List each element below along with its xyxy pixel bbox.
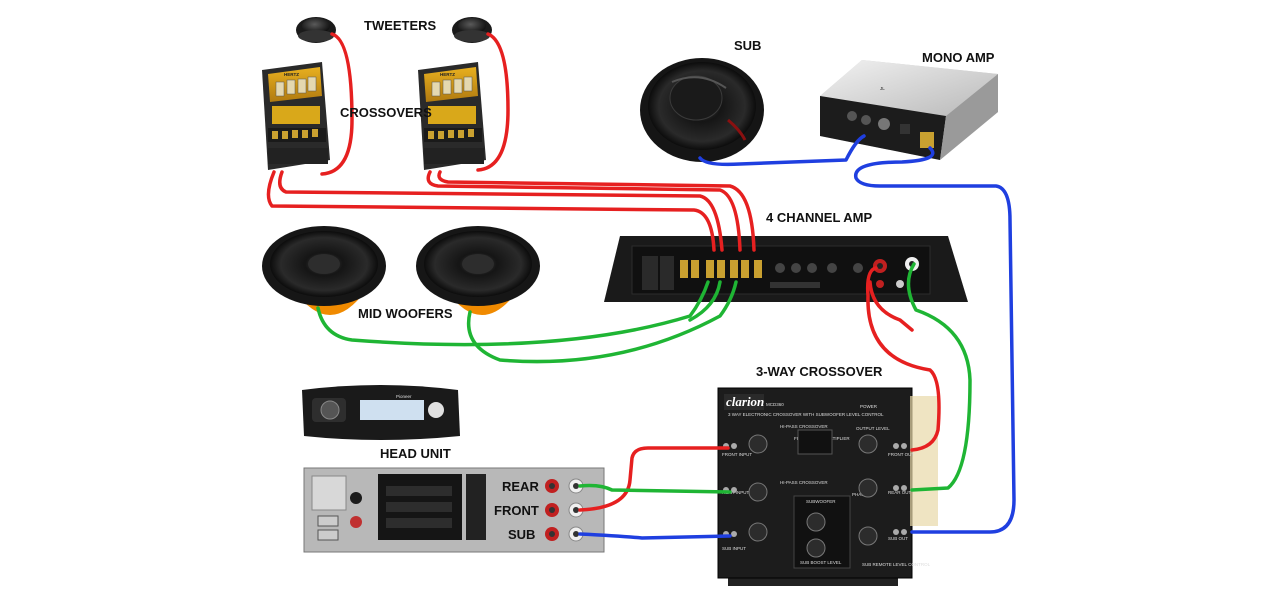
wire-tweeter-right — [476, 32, 510, 172]
crossover-brand: clarion — [726, 394, 764, 409]
mid-woofer-left — [262, 226, 386, 315]
wire-crossover-front-out-to-amp-2 — [868, 280, 914, 332]
phase-label: PHASE — [852, 492, 867, 497]
label-four-channel-amp: 4 CHANNEL AMP — [766, 210, 873, 225]
wire-head-unit-sub — [578, 532, 732, 540]
three-way-crossover-unit: clarion MCD360 3 WAY ELECTRONIC CROSSOVE… — [717, 387, 938, 586]
wire-amp-to-woofer-extra — [688, 280, 722, 322]
tweeter-right — [452, 17, 492, 43]
tweeter-left — [296, 17, 336, 43]
wire-head-unit-rear — [578, 483, 732, 494]
subwoofer-panel-label: SUBWOOFER — [806, 499, 836, 504]
label-mono-amp: MONO AMP — [922, 50, 995, 65]
rear-out-label: REAR OUT — [888, 490, 912, 495]
passive-crossover-left: HERTZ — [262, 62, 330, 170]
head-unit-brand: Pioneer — [396, 394, 412, 399]
passive-crossover-right: HERTZ — [418, 62, 486, 170]
sub-out-label: SUB OUT — [888, 536, 908, 541]
passive-crossover-brand-right: HERTZ — [440, 72, 455, 77]
sub-boost-level-label: SUB BOOST LEVEL — [800, 560, 842, 565]
wire-sub-to-mono-amp — [698, 134, 866, 167]
crossover-knobs — [748, 429, 878, 558]
sub-remote-label: SUB REMOTE LEVEL CONTROL — [862, 562, 931, 567]
front-out-label: FRONT OUT — [888, 452, 914, 457]
wire-crossover-right-to-amp-2 — [437, 170, 756, 252]
mono-amp: JL — [820, 60, 998, 160]
label-front: FRONT — [494, 503, 539, 518]
hi-pass-label-2: HI-PASS CROSSOVER — [780, 480, 828, 485]
svg-text:JL: JL — [880, 86, 885, 91]
wire-mono-amp-to-crossover-sub — [854, 146, 1016, 534]
mid-woofer-right — [416, 226, 540, 315]
sub-input-label: SUB INPUT — [722, 546, 746, 551]
wire-crossover-rear-out-to-amp — [906, 262, 972, 492]
subwoofer — [640, 58, 764, 162]
four-channel-amp — [604, 236, 968, 302]
hi-pass-label-1: HI-PASS CROSSOVER — [780, 424, 828, 429]
label-three-way-crossover: 3-WAY CROSSOVER — [756, 364, 883, 379]
label-sub-output: SUB — [508, 527, 535, 542]
crossover-model: MCD360 — [766, 402, 784, 407]
front-output-level-label: OUTPUT LEVEL — [856, 426, 890, 431]
wire-amp-to-woofer-left — [316, 280, 710, 347]
wire-head-unit-front — [578, 446, 730, 512]
wire-crossover-front-out-to-amp — [865, 266, 941, 452]
crossover-power-label: POWER — [860, 404, 878, 409]
wire-crossover-right-to-amp — [426, 170, 742, 252]
head-unit-chassis — [303, 467, 605, 553]
crossover-subtitle: 3 WAY ELECTRONIC CROSSOVER WITH SUBWOOFE… — [728, 412, 884, 417]
label-sub: SUB — [734, 38, 761, 53]
wire-tweeter-left — [320, 32, 354, 176]
wire-crossover-left-to-amp — [266, 170, 716, 252]
wire-amp-to-woofer-right — [466, 280, 738, 364]
rear-input-label: REAR INPUT — [722, 490, 750, 495]
label-mid-woofers: MID WOOFERS — [358, 306, 453, 321]
wire-crossover-left-to-amp-2 — [278, 170, 724, 252]
amp-speaker-terminals — [680, 260, 762, 278]
label-head-unit: HEAD UNIT — [380, 446, 451, 461]
front-input-label: FRONT INPUT — [722, 452, 752, 457]
label-rear: REAR — [502, 479, 539, 494]
label-crossovers: CROSSOVERS — [340, 105, 432, 120]
head-unit-faceplate: Pioneer — [302, 385, 460, 440]
label-tweeters: TWEETERS — [364, 18, 437, 33]
passive-crossover-brand-left: HERTZ — [284, 72, 299, 77]
